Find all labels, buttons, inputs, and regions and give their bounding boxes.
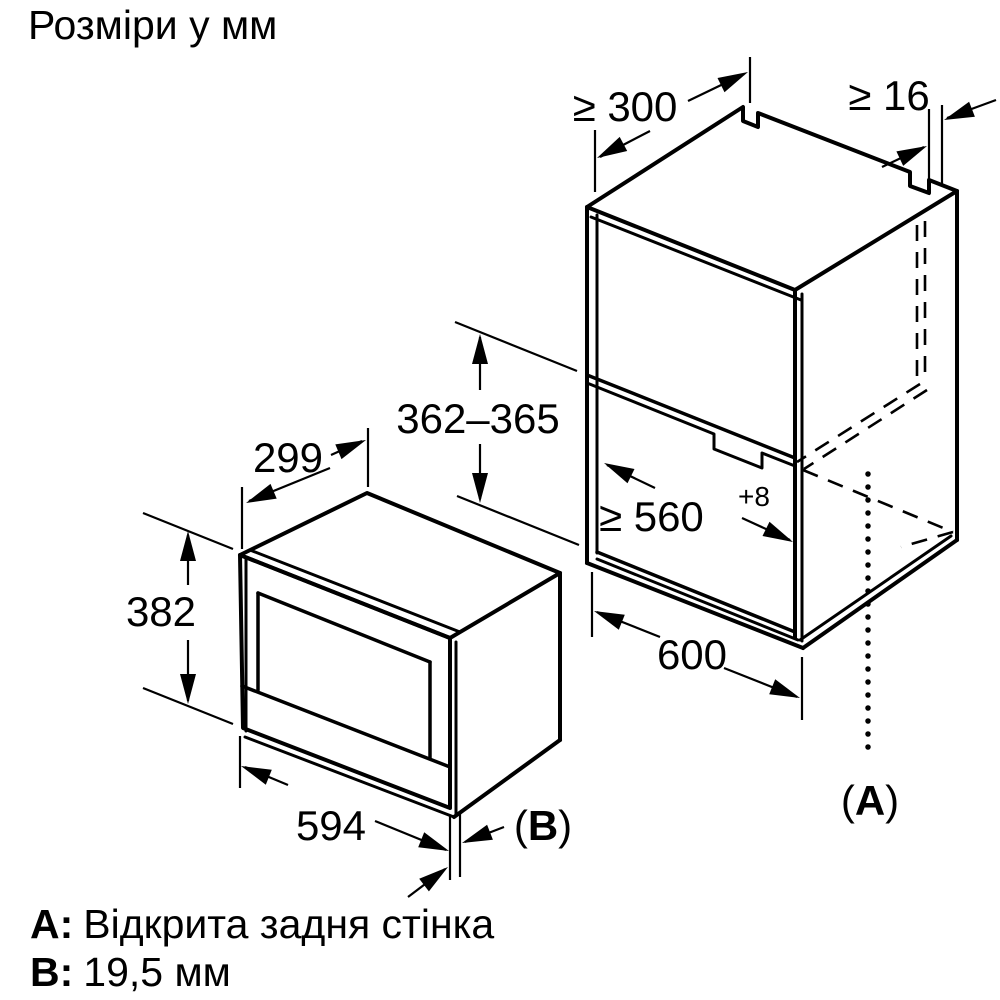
ref-a-label: (A) <box>841 777 899 824</box>
oven-drawing <box>238 491 562 819</box>
legend-item-b: B:19,5 мм <box>30 949 231 996</box>
dim-oven-height: 382 <box>126 511 234 726</box>
clearance-above-label: ≥ 300 <box>573 83 678 130</box>
dim-niche-width: ≥ 560 +8 <box>599 463 793 542</box>
cabinet-width-label: 600 <box>657 631 727 678</box>
oven-height-label: 382 <box>126 588 196 635</box>
dim-door-gap: (B) <box>407 802 572 898</box>
niche-width-label: ≥ 560 <box>599 493 704 540</box>
open-back-hidden-lines <box>796 221 954 549</box>
dim-niche-height: 362–365 <box>396 320 580 547</box>
niche-width-tolerance-label: +8 <box>738 481 770 512</box>
oven-width-label: 594 <box>296 802 366 849</box>
cabinet-drawing <box>585 105 959 760</box>
niche-height-label: 362–365 <box>396 395 560 442</box>
legend-text-b: 19,5 мм <box>83 949 231 995</box>
dim-oven-depth: 299 <box>240 428 370 549</box>
ref-b-label: (B) <box>514 802 572 849</box>
dim-cabinet-width: 600 <box>590 572 804 720</box>
dim-panel-thickness: ≥ 16 <box>848 72 997 190</box>
legend-key-b: B: <box>30 949 74 995</box>
panel-thickness-label: ≥ 16 <box>848 72 929 119</box>
legend-key-a: A: <box>30 901 74 947</box>
dim-oven-width: 594 <box>238 736 449 852</box>
legend-text-a: Відкрита задня стінка <box>83 901 495 947</box>
dim-clearance-above: ≥ 300 <box>573 57 752 192</box>
page-title: Розміри у мм <box>28 2 278 48</box>
legend-item-a: A:Відкрита задня стінка <box>30 901 494 948</box>
oven-depth-label: 299 <box>253 434 323 481</box>
oven-door-window <box>240 591 452 769</box>
